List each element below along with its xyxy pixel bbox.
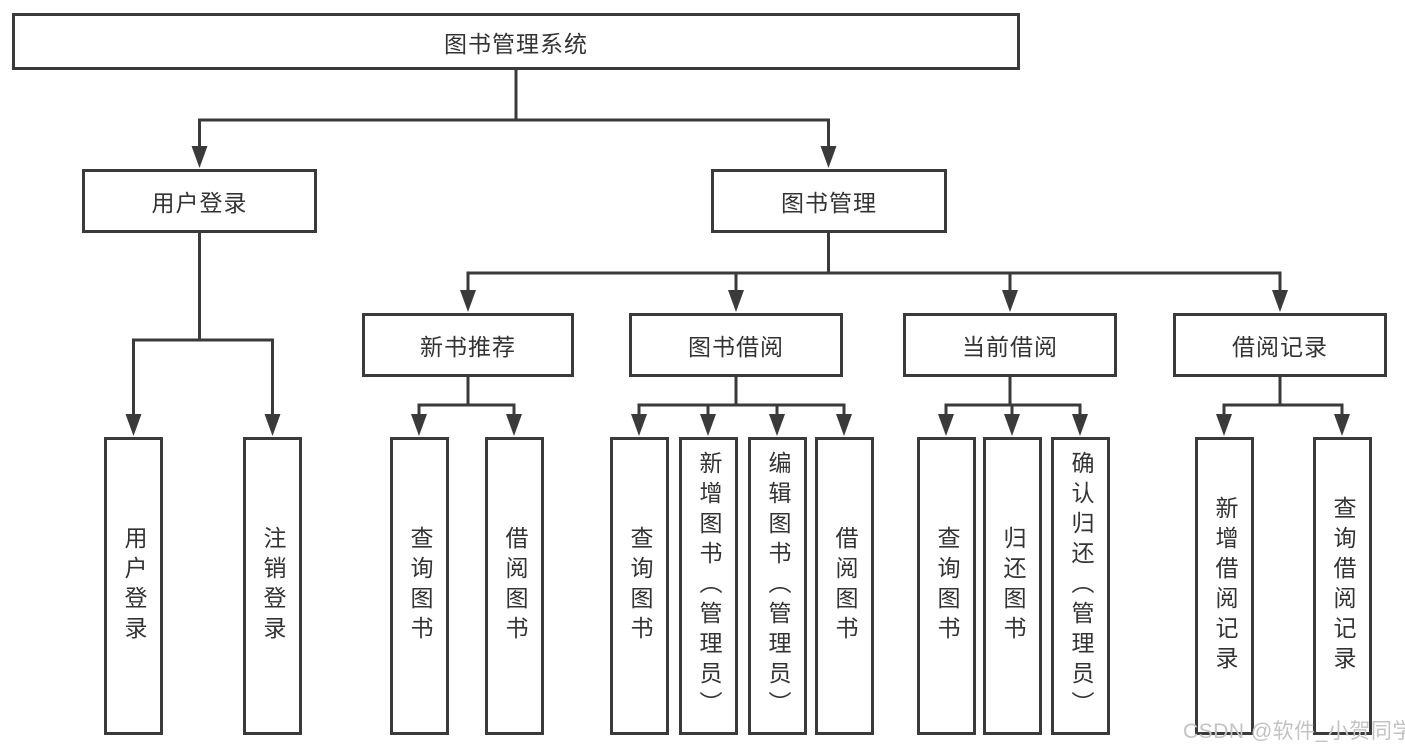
node-borrowing-records: 借阅记录	[1173, 313, 1387, 377]
leaf-borrow-books-2: 借阅图书	[815, 437, 874, 735]
leaf-user-login-label: 用户登录	[121, 526, 147, 646]
leaf-query-borrow-record: 查询借阅记录	[1313, 437, 1372, 735]
leaf-query-borrow-record-label: 查询借阅记录	[1330, 496, 1356, 676]
leaf-borrow-books-1: 借阅图书	[485, 437, 544, 735]
arrowhead	[1334, 414, 1350, 436]
node-book-management: 图书管理	[711, 169, 947, 233]
leaf-confirm-return-admin: 确认归还（管理员）	[1051, 437, 1110, 735]
leaf-logout: 注销登录	[243, 437, 302, 735]
leaf-add-book-admin-label: 新增图书（管理员）	[696, 451, 722, 721]
leaf-user-login: 用户登录	[104, 437, 163, 735]
leaf-add-borrow-record: 新增借阅记录	[1195, 437, 1254, 735]
connector-level2-rail	[198, 118, 830, 150]
arrowhead	[1272, 290, 1288, 312]
connector-new-book-rail	[417, 403, 516, 418]
arrowhead	[631, 414, 647, 436]
connector-user-login-rail	[132, 338, 274, 418]
leaf-return-book: 归还图书	[983, 437, 1042, 735]
arrowhead	[836, 414, 852, 436]
leaf-query-books-1-label: 查询图书	[407, 526, 433, 646]
leaf-borrow-books-2-label: 借阅图书	[832, 526, 858, 646]
arrowhead	[1072, 414, 1088, 436]
node-current-borrowing: 当前借阅	[903, 313, 1117, 377]
leaf-confirm-return-admin-label: 确认归还（管理员）	[1068, 451, 1094, 721]
arrowhead	[191, 146, 208, 168]
leaf-edit-book-admin: 编辑图书（管理员）	[748, 437, 807, 735]
arrowhead	[506, 414, 522, 436]
node-book-borrowing: 图书借阅	[629, 313, 843, 377]
leaf-query-books-3-label: 查询图书	[934, 526, 960, 646]
node-user-login: 用户登录	[82, 169, 317, 233]
leaf-query-books-3: 查询图书	[917, 437, 976, 735]
arrowhead	[938, 414, 954, 436]
csdn-watermark: CSDN @软件_小贺同学	[1183, 720, 1405, 743]
node-new-book-recommendation: 新书推荐	[362, 313, 574, 377]
arrowhead	[1216, 414, 1232, 436]
connector-records-rail	[1222, 403, 1344, 418]
leaf-add-borrow-record-label: 新增借阅记录	[1212, 496, 1238, 676]
leaf-query-books-2: 查询图书	[610, 437, 669, 735]
leaf-borrow-books-1-label: 借阅图书	[502, 526, 528, 646]
node-library-management-system: 图书管理系统	[12, 13, 1020, 70]
connector-borrowing-rail	[637, 403, 846, 418]
arrowhead	[1002, 290, 1018, 312]
arrowhead	[728, 290, 744, 312]
arrowhead	[125, 414, 142, 436]
connector-level3-rail	[466, 271, 1282, 294]
arrowhead	[820, 146, 837, 168]
arrowhead	[700, 414, 716, 436]
connector-current-rail	[944, 403, 1082, 418]
leaf-query-books-1: 查询图书	[390, 437, 449, 735]
arrowhead	[769, 414, 785, 436]
arrowhead	[460, 290, 476, 312]
arrowhead	[264, 414, 281, 436]
arrowhead	[1004, 414, 1020, 436]
leaf-add-book-admin: 新增图书（管理员）	[679, 437, 738, 735]
leaf-edit-book-admin-label: 编辑图书（管理员）	[765, 451, 791, 721]
arrowhead	[411, 414, 427, 436]
leaf-query-books-2-label: 查询图书	[627, 526, 653, 646]
leaf-logout-label: 注销登录	[260, 526, 286, 646]
leaf-return-book-label: 归还图书	[1000, 526, 1026, 646]
